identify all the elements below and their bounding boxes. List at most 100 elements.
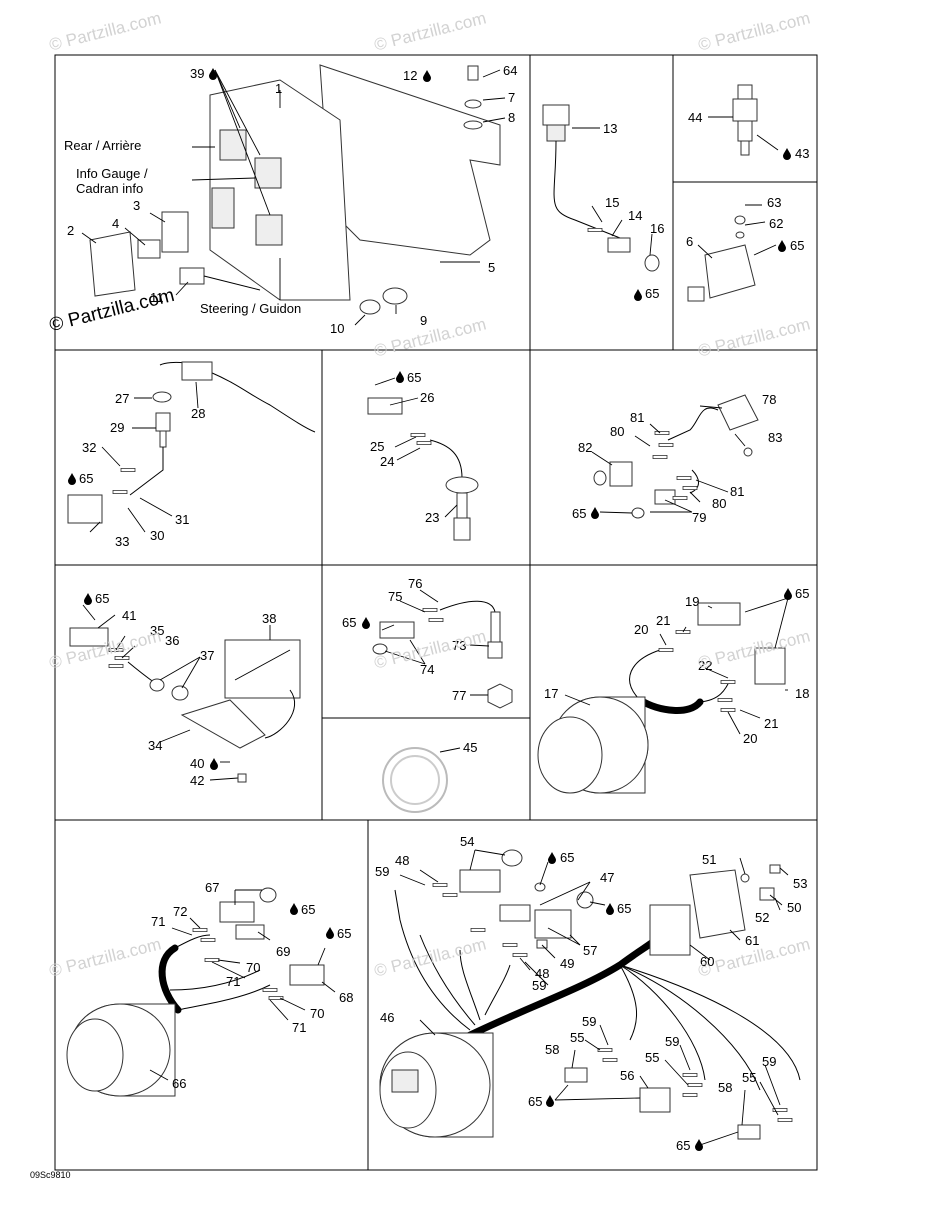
part-label-77: 77: [452, 688, 466, 703]
part-label-76: 76: [408, 576, 422, 591]
part-label-24: 24: [380, 454, 394, 469]
part-label-61: 61: [745, 933, 759, 948]
part-label-6: 6: [686, 234, 693, 249]
label-steering: Steering / Guidon: [200, 301, 301, 316]
part-label-80-b: 80: [712, 496, 726, 511]
part-label-59-e: 59: [762, 1054, 776, 1069]
part-label-27: 27: [115, 391, 129, 406]
part-label-65-e: 65: [572, 506, 586, 521]
part-label-59-c: 59: [582, 1014, 596, 1029]
part-label-30: 30: [150, 528, 164, 543]
part-label-22: 22: [698, 658, 712, 673]
part-label-14: 14: [628, 208, 642, 223]
part-label-65-j: 65: [337, 926, 351, 941]
part-label-80-a: 80: [610, 424, 624, 439]
part-label-10: 10: [330, 321, 344, 336]
part-label-65-k: 65: [560, 850, 574, 865]
part-label-5: 5: [488, 260, 495, 275]
part-label-65-b: 65: [790, 238, 804, 253]
part-label-56: 56: [620, 1068, 634, 1083]
part-label-35: 35: [150, 623, 164, 638]
part-label-40: 40: [190, 756, 204, 771]
part-label-65-n: 65: [676, 1138, 690, 1153]
part-label-3: 3: [133, 198, 140, 213]
part-label-45: 45: [463, 740, 477, 755]
part-label-29: 29: [110, 420, 124, 435]
part-label-25: 25: [370, 439, 384, 454]
part-label-70-b: 70: [310, 1006, 324, 1021]
part-label-73: 73: [452, 638, 466, 653]
part-label-82: 82: [578, 440, 592, 455]
part-label-59-b: 59: [532, 978, 546, 993]
part-label-48-a: 48: [395, 853, 409, 868]
part-label-58-a: 58: [545, 1042, 559, 1057]
panel-sensor-44: 44 43: [688, 84, 809, 161]
part-label-65-l: 65: [617, 901, 631, 916]
part-label-21-a: 21: [656, 613, 670, 628]
panel-cable-28: 27 28 29 32 65 31 30 33: [67, 361, 316, 549]
part-label-59-a: 59: [375, 864, 389, 879]
part-label-48-b: 48: [535, 966, 549, 981]
part-label-17: 17: [544, 686, 558, 701]
panel-frames: [54, 54, 818, 1171]
part-label-71-a: 71: [151, 914, 165, 929]
part-label-36: 36: [165, 633, 179, 648]
part-label-2: 2: [67, 223, 74, 238]
part-label-65-h: 65: [795, 586, 809, 601]
part-label-49: 49: [560, 956, 574, 971]
label-info-gauge-2: Cadran info: [76, 181, 143, 196]
part-label-66: 66: [172, 1076, 186, 1091]
part-label-1: 1: [275, 81, 282, 96]
part-label-54: 54: [460, 834, 474, 849]
part-label-65-c: 65: [79, 471, 93, 486]
part-label-33: 33: [115, 534, 129, 549]
part-label-63: 63: [767, 195, 781, 210]
drawing-code: 09Sc9810: [30, 1170, 71, 1180]
panel-ring-45: 45: [382, 740, 477, 813]
part-label-55-b: 55: [645, 1050, 659, 1065]
part-label-51: 51: [702, 852, 716, 867]
part-label-71-c: 71: [292, 1020, 306, 1035]
part-label-8: 8: [508, 110, 515, 125]
part-label-26: 26: [420, 390, 434, 405]
part-label-74: 74: [420, 662, 434, 677]
part-label-12: 12: [403, 68, 417, 83]
part-label-72: 72: [173, 904, 187, 919]
part-label-81-b: 81: [730, 484, 744, 499]
part-label-23: 23: [425, 510, 439, 525]
part-label-34: 34: [148, 738, 162, 753]
panel-module: Rear / Arrière Info Gauge / Cadran info …: [64, 63, 517, 336]
part-label-65-m: 65: [528, 1094, 542, 1109]
part-label-53: 53: [793, 876, 807, 891]
part-label-69: 69: [276, 944, 290, 959]
part-label-55-c: 55: [742, 1070, 756, 1085]
part-label-58-b: 58: [718, 1080, 732, 1095]
part-label-62: 62: [769, 216, 783, 231]
part-label-7: 7: [508, 90, 515, 105]
panel-module-78: 78 81 80 82 83 65 79 80 81: [572, 392, 782, 525]
part-label-42: 42: [190, 773, 204, 788]
part-label-38: 38: [262, 611, 276, 626]
part-label-50: 50: [787, 900, 801, 915]
part-label-57: 57: [583, 943, 597, 958]
part-label-28: 28: [191, 406, 205, 421]
part-label-75: 75: [388, 589, 402, 604]
panel-gauge-17: 19 65 21 20 22 18 17 21 20: [537, 586, 809, 794]
part-label-31: 31: [175, 512, 189, 527]
part-label-68: 68: [339, 990, 353, 1005]
part-label-20-b: 20: [743, 731, 757, 746]
part-label-41: 41: [122, 608, 136, 623]
panel-valve-6: 63 62 6 65: [686, 195, 804, 302]
part-label-65-i: 65: [301, 902, 315, 917]
panel-sensor-23: 65 26 25 24 23: [367, 370, 479, 541]
panel-sensor-73: 76 75 65 73 74 77: [342, 576, 513, 709]
part-label-13: 13: [603, 121, 617, 136]
panel-sensor-13: 13 15 14 16 65: [542, 104, 664, 301]
part-label-39: 39: [190, 66, 204, 81]
part-label-9: 9: [420, 313, 427, 328]
part-label-32: 32: [82, 440, 96, 455]
part-label-65-g: 65: [342, 615, 356, 630]
part-label-37: 37: [200, 648, 214, 663]
part-label-81-a: 81: [630, 410, 644, 425]
